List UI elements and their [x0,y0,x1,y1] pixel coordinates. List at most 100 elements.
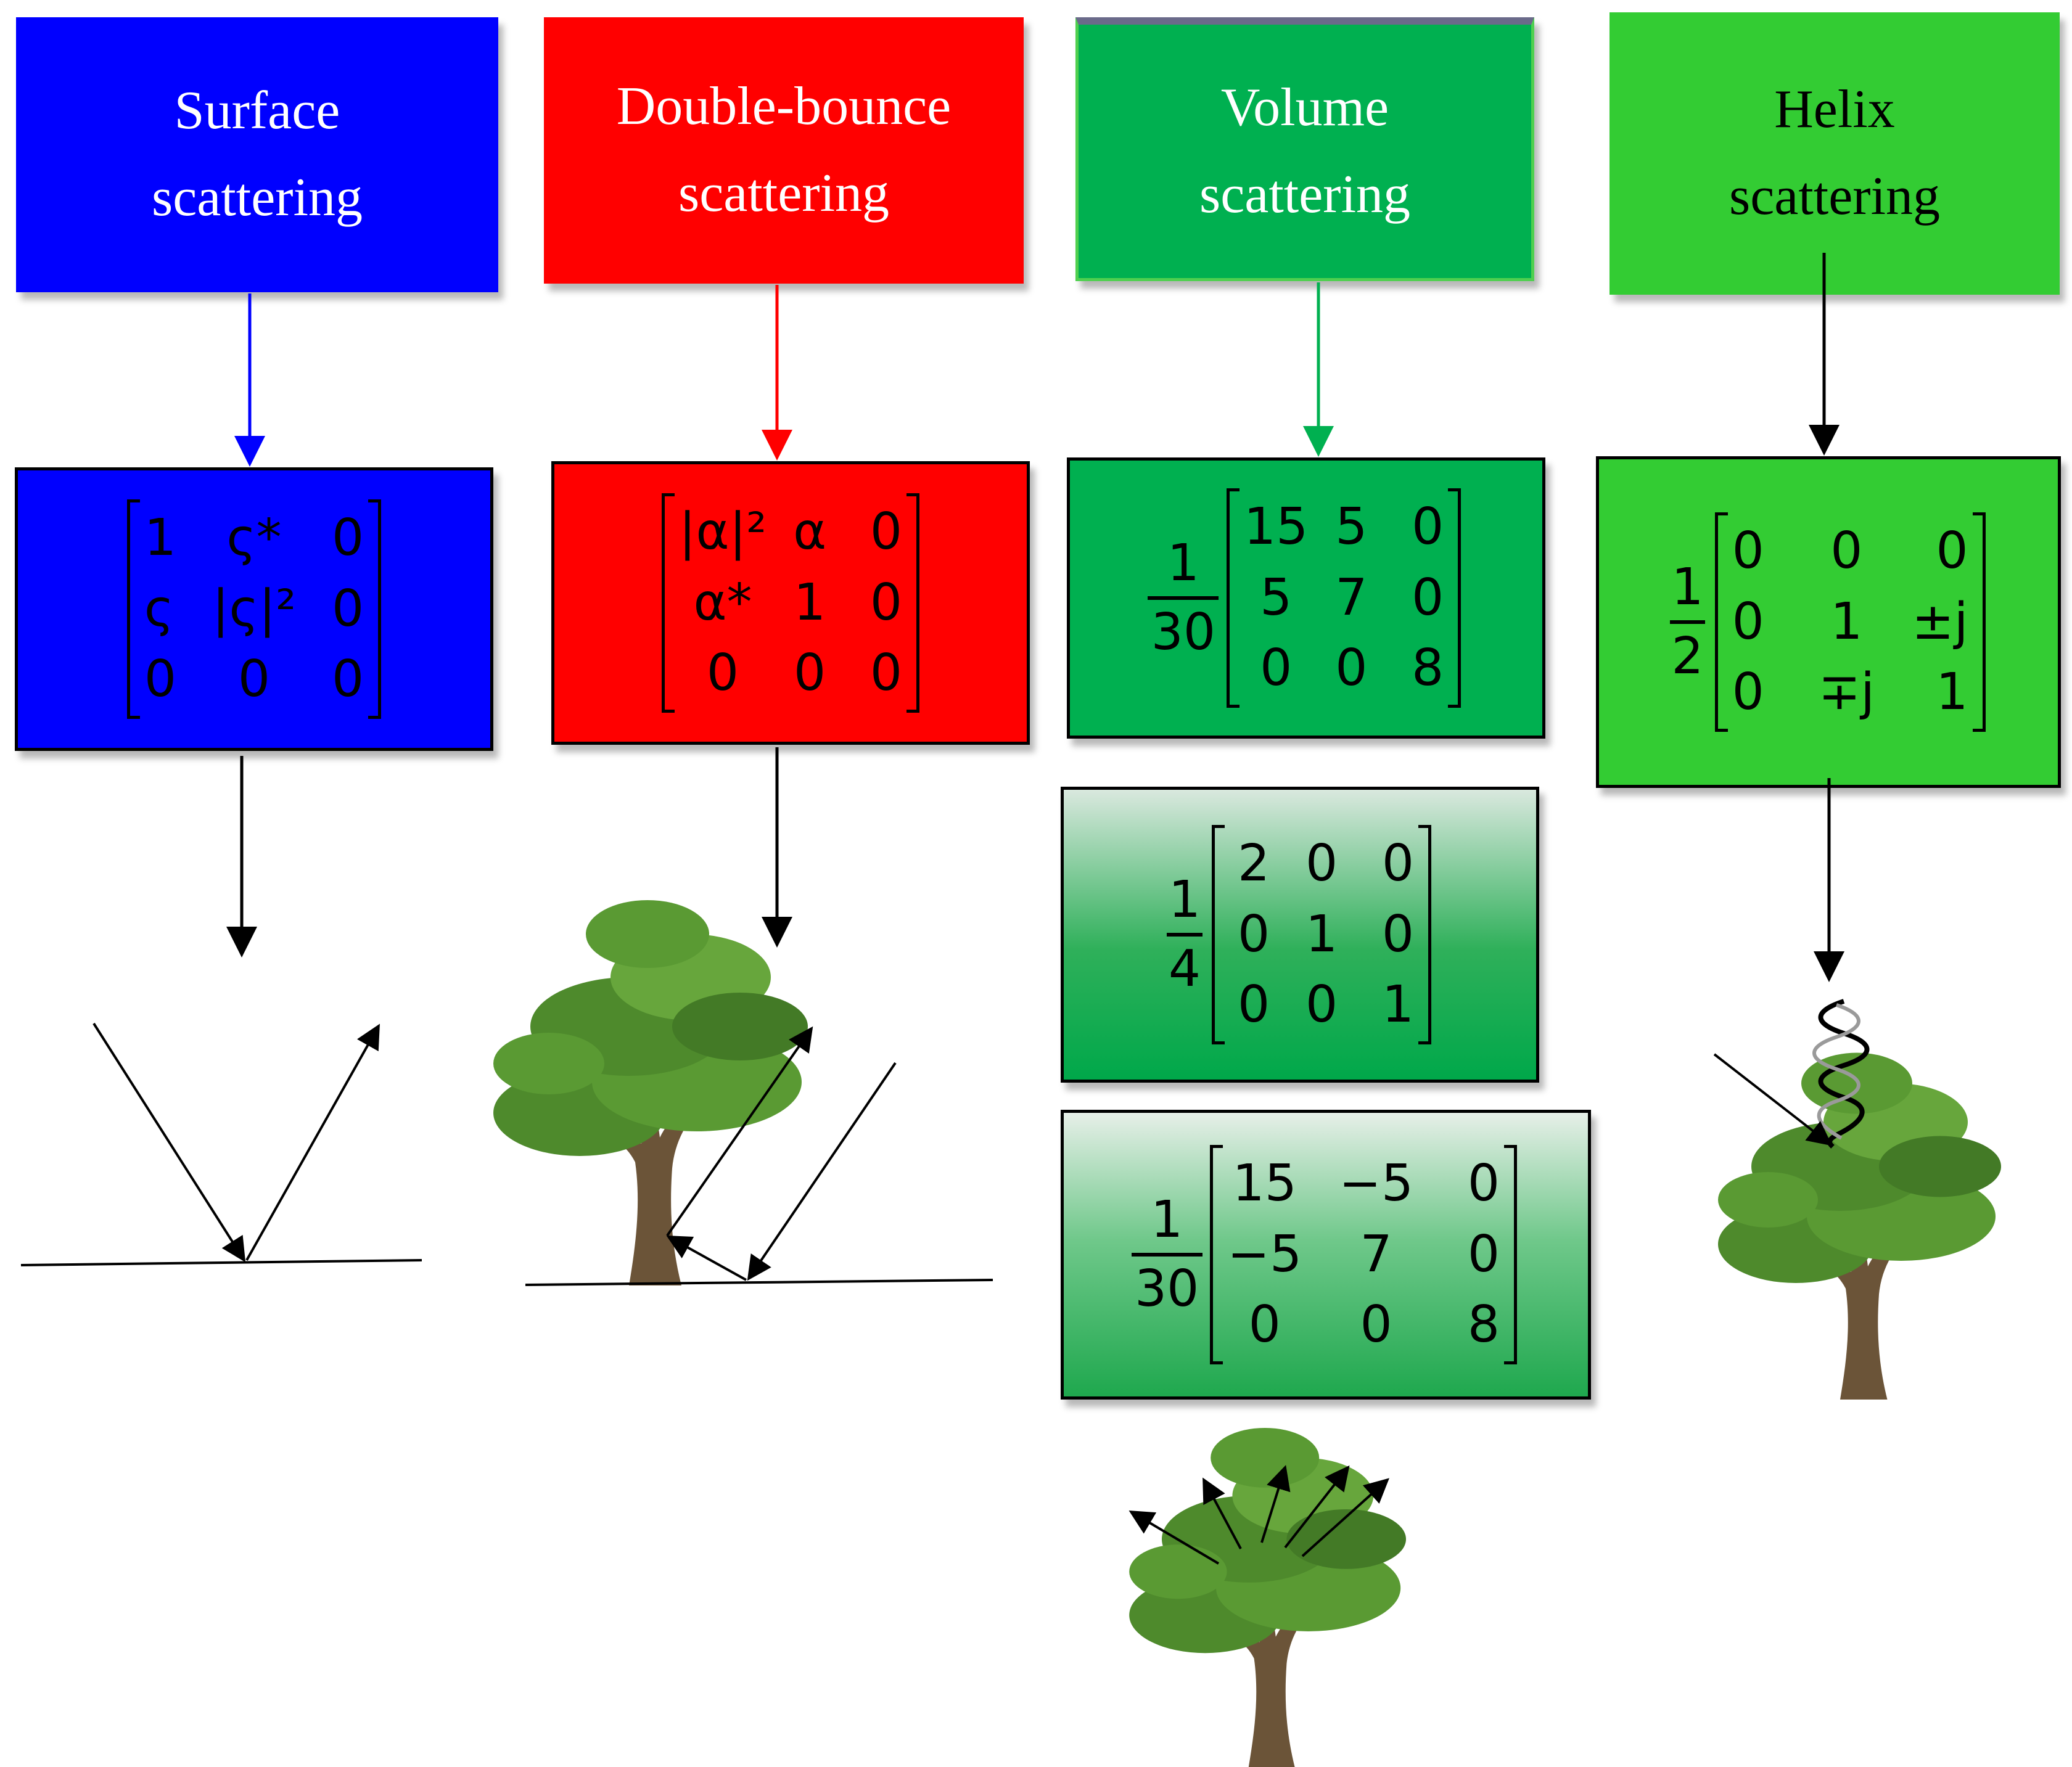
volume-scatter-arrow-4 [1284,1465,1350,1549]
matrix-cell: 0 [331,508,364,567]
matrix-cell: ±j [1912,592,1968,651]
matrix-cell: 0 [331,650,364,709]
matrix-cell: 0 [1830,521,1863,580]
matrix-cell: 8 [1412,639,1444,698]
matrix-cell: −5 [1227,1224,1302,1284]
surface-matrix-grid: 1 ς* 0 ς |ς|² 0 0 0 0 [126,499,382,720]
matrix-cell: 0 [870,573,903,632]
surface-matrix-box: 1 ς* 0 ς |ς|² 0 0 0 0 [15,467,493,751]
volume-scatter-arrow-3 [1260,1465,1291,1543]
matrix-cell: 1 [1830,592,1863,651]
matrix-cell: 0 [1335,639,1368,698]
coefficient-denominator: 30 [1151,602,1215,662]
double-bounce-title-line2: scattering [678,163,890,223]
surface-reflected-arrow [245,1023,380,1261]
helix-title-line2: scattering [1729,166,1941,226]
double-bounce-matrix-grid: |α|² α 0 α* 1 0 0 0 0 [661,493,920,713]
volume-matrix-box-2: 1 4 2 0 0 0 1 0 0 0 1 [1061,787,1539,1083]
matrix-cell: 0 [1467,1224,1500,1284]
matrix-cell: 1 [1305,904,1338,964]
volume-scatter-arrow-5 [1301,1478,1389,1557]
volume-title-line1: Volume [1220,77,1389,137]
matrix-cell: 0 [1732,592,1764,651]
volume-matrix-3: 1 30 15 −5 0 −5 7 0 0 0 8 [1131,1144,1517,1365]
surface-matrix: 1 ς* 0 ς |ς|² 0 0 0 0 [126,499,382,720]
surface-title-line2: scattering [151,168,363,228]
matrix-cell: |α|² [678,502,767,561]
matrix-cell: α* [693,573,752,632]
volume-scatter-arrow-2 [1202,1477,1242,1549]
volume-matrix-1-coefficient: 1 30 [1148,534,1219,662]
coefficient-denominator: 30 [1134,1259,1199,1318]
matrix-cell: |ς|² [212,579,297,638]
fraction-bar [1131,1252,1202,1257]
matrix-cell: 0 [1412,497,1444,556]
volume-scatter-arrow-1 [1128,1510,1220,1565]
fraction-bar [1148,596,1219,600]
volume-matrix-box-1: 1 30 15 5 0 5 7 0 0 0 8 [1067,457,1545,739]
tree-icon [1129,1428,1406,1767]
matrix-cell: 0 [1381,904,1415,964]
matrix-cell: 0 [1360,1295,1392,1355]
matrix-cell: 0 [1732,663,1764,722]
coefficient-numerator: 1 [1168,870,1201,929]
helix-title-line1: Helix [1774,80,1895,140]
double-bounce-trunk-bounce-arrow [666,1026,813,1237]
volume-title-line2: scattering [1199,164,1411,224]
surface-title-box: Surface scattering [16,17,498,292]
matrix-cell: 0 [144,650,177,709]
matrix-cell: ∓j [1818,663,1875,722]
helix-matrix-grid: 0 0 0 0 1 ±j 0 ∓j 1 [1714,512,1986,732]
fraction-bar [1669,620,1706,624]
matrix-cell: 15 [1244,497,1309,556]
matrix-cell: 1 [794,573,826,632]
matrix-cell: 0 [331,579,364,638]
matrix-cell: 1 [1381,975,1415,1035]
double-bounce-title-line1: Double-bounce [616,76,952,137]
volume-matrix-2-grid: 2 0 0 0 1 0 0 0 1 [1212,824,1432,1045]
volume-matrix-1: 1 30 15 5 0 5 7 0 0 0 8 [1148,488,1462,708]
matrix-cell: 0 [1305,834,1338,893]
matrix-cell: 7 [1335,568,1368,627]
coefficient-denominator: 4 [1168,939,1201,998]
matrix-cell: 0 [794,644,826,703]
matrix-cell: 0 [1237,975,1270,1035]
volume-matrix-3-coefficient: 1 30 [1131,1190,1202,1319]
matrix-cell: 0 [1412,568,1444,627]
volume-matrix-2-coefficient: 1 4 [1167,870,1202,999]
matrix-cell: 0 [870,502,903,561]
coefficient-numerator: 1 [1671,557,1704,617]
matrix-cell: −5 [1339,1154,1414,1213]
helix-incident-arrow [1713,1053,1833,1146]
matrix-cell: 5 [1260,568,1293,627]
matrix-cell: 15 [1232,1154,1297,1213]
fraction-bar [1167,932,1202,937]
matrix-cell: 0 [1305,975,1338,1035]
surface-incident-arrow [92,1022,246,1263]
double-bounce-ground-bounce-arrow [666,1236,747,1281]
matrix-cell: ς* [226,508,282,567]
volume-matrix-box-3: 1 30 15 −5 0 −5 7 0 0 0 8 [1061,1110,1591,1400]
matrix-cell: 2 [1237,834,1270,893]
volume-title-box: Volume scattering [1075,17,1534,281]
double-bounce-ground-line [525,1279,993,1286]
helix-matrix-coefficient: 1 2 [1669,557,1706,686]
matrix-cell: 0 [1732,521,1764,580]
surface-ground-line [20,1259,422,1266]
helix-icon [1812,999,1870,1149]
helix-matrix-box: 1 2 0 0 0 0 1 ±j 0 ∓j 1 [1596,456,2061,788]
helix-matrix: 1 2 0 0 0 0 1 ±j 0 ∓j 1 [1669,512,1986,732]
matrix-cell: 0 [1260,639,1293,698]
double-bounce-matrix: |α|² α 0 α* 1 0 0 0 0 [661,493,920,713]
matrix-cell: 0 [870,644,903,703]
matrix-cell: 0 [1381,834,1415,893]
matrix-cell: 0 [1467,1154,1500,1213]
volume-matrix-3-grid: 15 −5 0 −5 7 0 0 0 8 [1210,1144,1517,1365]
surface-title-line1: Surface [174,81,340,141]
volume-matrix-1-grid: 15 5 0 5 7 0 0 0 8 [1227,488,1462,708]
coefficient-numerator: 1 [1151,1190,1183,1249]
matrix-cell: 8 [1467,1295,1500,1355]
matrix-cell: 0 [1248,1295,1281,1355]
